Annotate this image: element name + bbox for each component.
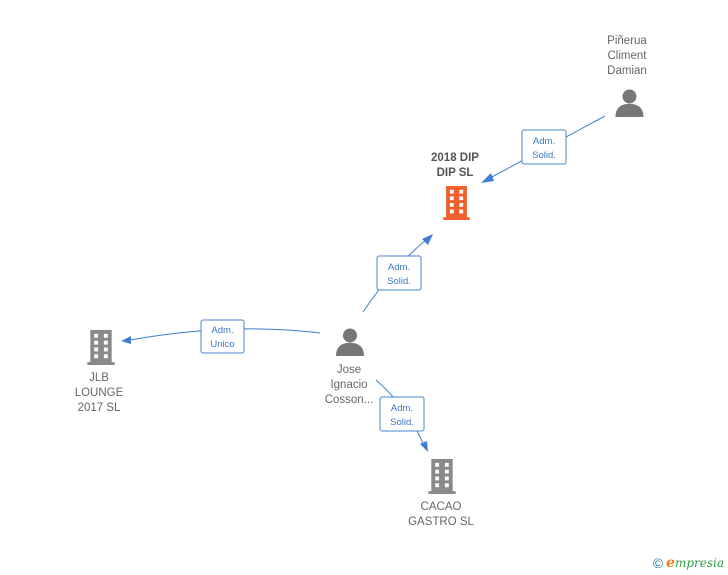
copyright-icon: ©	[652, 555, 664, 571]
node-label-line: LOUNGE	[75, 387, 124, 399]
footer-brand[interactable]: © empresia	[653, 555, 724, 571]
node-jose[interactable]: Jose Ignacio Cosson...	[325, 328, 374, 406]
edge-label-jose-cacao[interactable]: Adm. Solid.	[379, 396, 425, 432]
edge-label-jose-dip[interactable]: Adm. Solid.	[376, 255, 422, 291]
node-label-line: CACAO	[421, 501, 462, 513]
brand-name: mpresia	[674, 556, 724, 570]
arrow-head	[121, 336, 131, 344]
edge-label-jose-jlb[interactable]: Adm. Unico	[200, 319, 245, 354]
person-icon	[615, 89, 644, 117]
node-label-line: JLB	[89, 372, 109, 384]
brand-logo: empresia	[666, 555, 724, 571]
node-label-line: Piñerua	[607, 35, 647, 47]
edge-label-line: Adm.	[533, 136, 555, 147]
node-label-line: Jose	[337, 364, 361, 376]
arrow-head	[420, 441, 428, 452]
edge-label-line: Adm.	[388, 262, 410, 273]
edge-label-line: Solid.	[390, 417, 414, 428]
node-label-line: 2017 SL	[78, 402, 121, 414]
node-label-line: Damian	[607, 65, 647, 77]
node-label-line: GASTRO SL	[408, 516, 474, 528]
building-icon	[87, 330, 115, 365]
arrow-head	[481, 173, 494, 183]
node-cacao[interactable]: CACAO GASTRO SL	[408, 459, 475, 528]
edge-label-line: Unico	[210, 339, 234, 350]
node-label-line: Ignacio	[330, 379, 367, 391]
node-label-line: 2018 DIP	[431, 152, 479, 164]
brand-initial: e	[666, 555, 675, 571]
building-icon	[443, 186, 470, 220]
node-label-line: Climent	[608, 50, 648, 62]
edge-label-pinerua-dip[interactable]: Adm. Solid.	[521, 129, 567, 165]
node-label-line: Cosson...	[325, 394, 374, 406]
node-pinerua[interactable]: Piñerua Climent Damian	[607, 35, 647, 117]
arrow-head	[422, 234, 433, 245]
edge-label-line: Adm.	[391, 403, 413, 414]
building-icon	[428, 459, 456, 494]
node-label-line: DIP SL	[437, 167, 474, 179]
node-jlb[interactable]: JLB LOUNGE 2017 SL	[75, 330, 124, 414]
edge-label-line: Solid.	[387, 276, 411, 287]
person-icon	[336, 328, 364, 356]
edge-label-line: Adm.	[211, 325, 233, 336]
node-dip[interactable]: 2018 DIP DIP SL	[431, 152, 479, 220]
edge-label-line: Solid.	[532, 150, 556, 161]
